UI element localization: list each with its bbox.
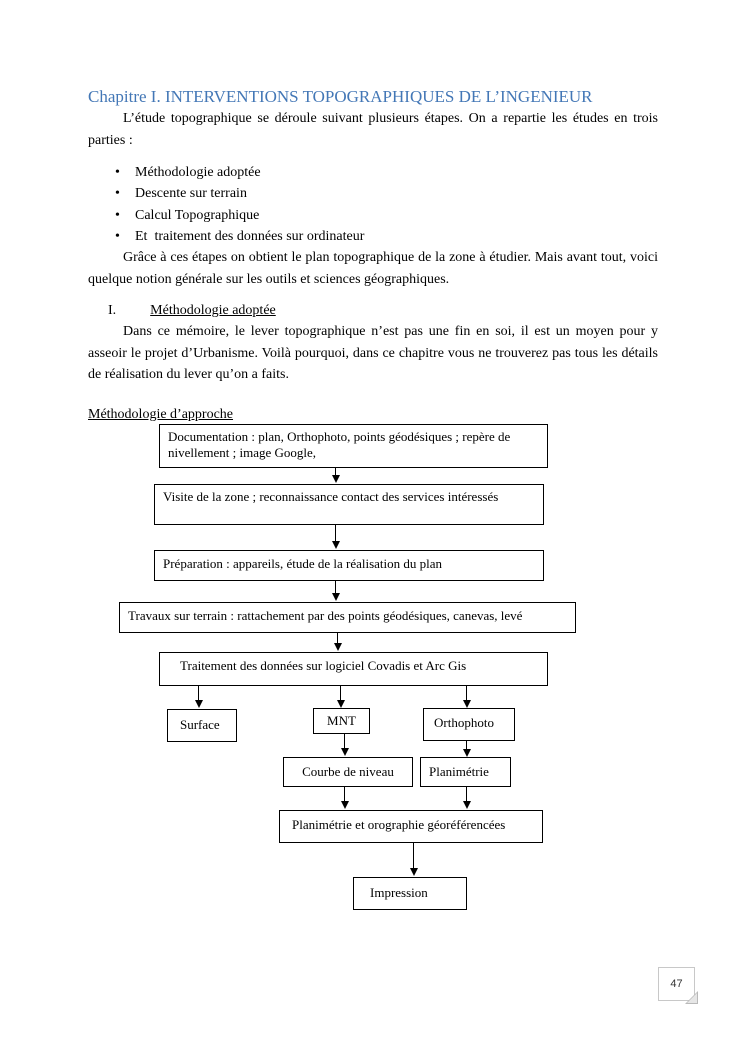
list-item: • Méthodologie adoptée (88, 162, 658, 183)
arrow-down-icon (340, 787, 349, 809)
section-numeral: I. (108, 303, 117, 319)
methodology-paragraph: Dans ce mémoire, le lever topographique … (88, 324, 658, 383)
flow-node-preparation: Préparation : appareils, étude de la réa… (154, 550, 544, 581)
page-number: 47 (670, 978, 683, 990)
page-curl-icon (687, 993, 697, 1003)
list-item-label: Et traitement des données sur ordinateur (135, 228, 365, 244)
flow-node-impression: Impression (353, 877, 467, 910)
list-item-label: Descente sur terrain (135, 186, 247, 202)
text-column: Chapitre I. INTERVENTIONS TOPOGRAPHIQUES… (88, 86, 658, 425)
arrow-down-icon (340, 734, 349, 756)
bullet-list: • Méthodologie adoptée • Descente sur terr… (88, 162, 658, 247)
bullet-icon: • (115, 186, 120, 202)
intro-paragraph: L’étude topographique se déroule suivant… (88, 111, 658, 148)
after-bullets-paragraph: Grâce à ces étapes on obtient le plan to… (88, 250, 658, 287)
arrow-down-icon (331, 525, 340, 549)
chapter-title: Chapitre I. INTERVENTIONS TOPOGRAPHIQUES… (88, 87, 593, 106)
list-item: • Et traitement des données sur ordinateu… (88, 226, 658, 247)
arrow-down-icon (331, 468, 340, 483)
list-item-label: Calcul Topographique (135, 207, 260, 223)
flow-node-orthophoto: Orthophoto (423, 708, 515, 741)
list-item: • Calcul Topographique (88, 205, 658, 226)
arrow-down-icon (336, 686, 345, 708)
flow-node-traitement: Traitement des données sur logiciel Cova… (159, 652, 548, 686)
arrow-down-icon (462, 787, 471, 809)
arrow-down-icon (194, 686, 203, 708)
section-heading: I. Méthodologie adoptée (88, 300, 658, 321)
flow-node-planimetrie: Planimétrie (420, 757, 511, 787)
arrow-down-icon (462, 741, 471, 757)
flow-node-mnt: MNT (313, 708, 370, 734)
bullet-icon: • (115, 228, 120, 244)
flow-node-surface: Surface (167, 709, 237, 742)
flow-node-visite: Visite de la zone ; reconnaissance conta… (154, 484, 544, 525)
flow-node-planimetrie-orographie: Planimétrie et orographie géoréférencées (279, 810, 543, 843)
bullet-icon: • (115, 165, 120, 180)
bullet-icon: • (115, 207, 120, 223)
arrow-down-icon (409, 843, 418, 876)
flow-node-documentation: Documentation : plan, Orthophoto, points… (159, 424, 548, 468)
arrow-down-icon (331, 581, 340, 601)
flow-node-travaux: Travaux sur terrain : rattachement par d… (119, 602, 576, 633)
approach-subheading: Méthodologie d’approche (88, 406, 234, 422)
section-heading-label: Méthodologie adoptée (150, 303, 276, 319)
arrow-down-icon (462, 686, 471, 708)
flow-node-courbe-de-niveau: Courbe de niveau (283, 757, 413, 787)
arrow-down-icon (333, 633, 342, 651)
page-number-badge: 47 (658, 967, 698, 1004)
list-item-label: Méthodologie adoptée (135, 165, 261, 180)
list-item: • Descente sur terrain (88, 183, 658, 204)
